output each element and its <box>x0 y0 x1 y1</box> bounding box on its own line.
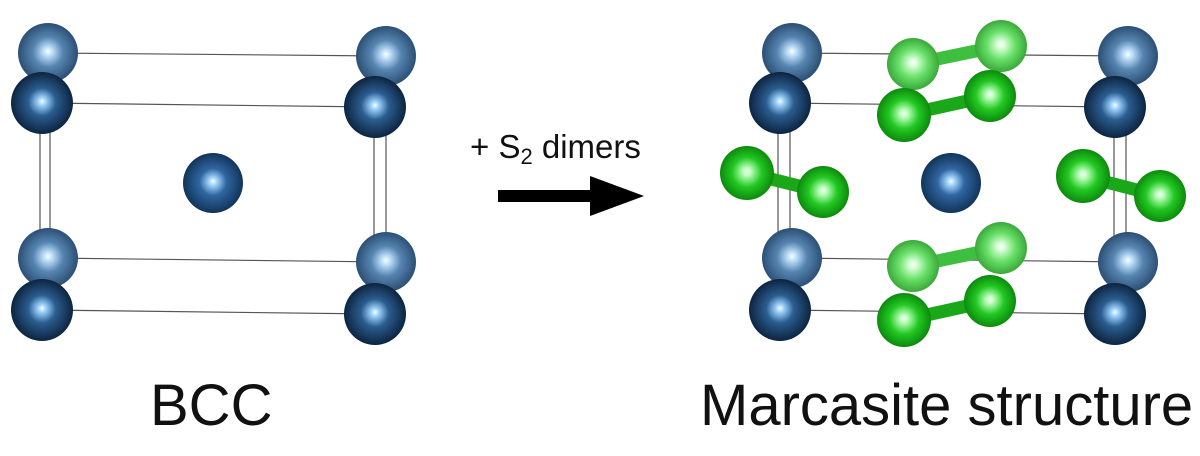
sulfur-dimer <box>1056 149 1186 222</box>
bcc-iron-atom-back <box>18 23 78 83</box>
sulfur-atom <box>964 275 1016 327</box>
bcc-cell <box>11 23 416 345</box>
marcasite-iron-atom-front <box>749 72 811 134</box>
marcasite-iron-atom-front <box>1084 76 1146 138</box>
bcc-iron-atom-back <box>356 26 416 86</box>
bcc-iron-atom-front <box>344 283 406 345</box>
bcc-iron-atom-front <box>344 76 406 138</box>
sulfur-atom <box>797 166 849 218</box>
sulfur-atom <box>720 146 774 200</box>
sulfur-atom <box>964 70 1016 122</box>
bcc-iron-atom-back <box>356 232 416 292</box>
sulfur-dimer <box>877 70 1016 142</box>
arrow-label-subscript: 2 <box>520 144 533 169</box>
arrow-label-prefix: + S <box>470 128 521 165</box>
sulfur-atom <box>877 88 931 142</box>
sulfur-atom <box>887 240 939 292</box>
sulfur-dimer <box>720 146 849 218</box>
arrow-label: + S2 dimers <box>470 128 641 170</box>
marcasite-center-iron-atom <box>921 153 981 213</box>
sulfur-atom <box>1056 149 1110 203</box>
sulfur-atom <box>1134 170 1186 222</box>
marcasite-iron-atom-front <box>749 279 811 341</box>
bcc-iron-atom-front <box>11 72 73 134</box>
sulfur-atom <box>887 38 939 90</box>
marcasite-iron-atom-front <box>1084 283 1146 345</box>
bcc-iron-atom-back <box>18 228 78 288</box>
marcasite-structure-label: Marcasite structure <box>700 373 1194 438</box>
sulfur-dimer <box>887 222 1027 292</box>
bcc-iron-atom-front <box>11 279 73 341</box>
marcasite-cell <box>720 20 1186 347</box>
marcasite-iron-atom-back <box>1098 232 1158 292</box>
marcasite-iron-atom-back <box>762 23 822 83</box>
sulfur-atom <box>975 20 1027 72</box>
marcasite-iron-atom-back <box>1098 26 1158 86</box>
marcasite-iron-atom-back <box>762 228 822 288</box>
transformation-arrow <box>498 176 644 216</box>
arrow-label-suffix: dimers <box>532 128 641 165</box>
bcc-center-iron-atom <box>183 153 243 213</box>
sulfur-atom <box>877 293 931 347</box>
sulfur-atom <box>975 222 1027 274</box>
bcc-structure-label: BCC <box>150 373 273 438</box>
sulfur-dimer <box>887 20 1027 90</box>
sulfur-dimer <box>877 275 1016 347</box>
